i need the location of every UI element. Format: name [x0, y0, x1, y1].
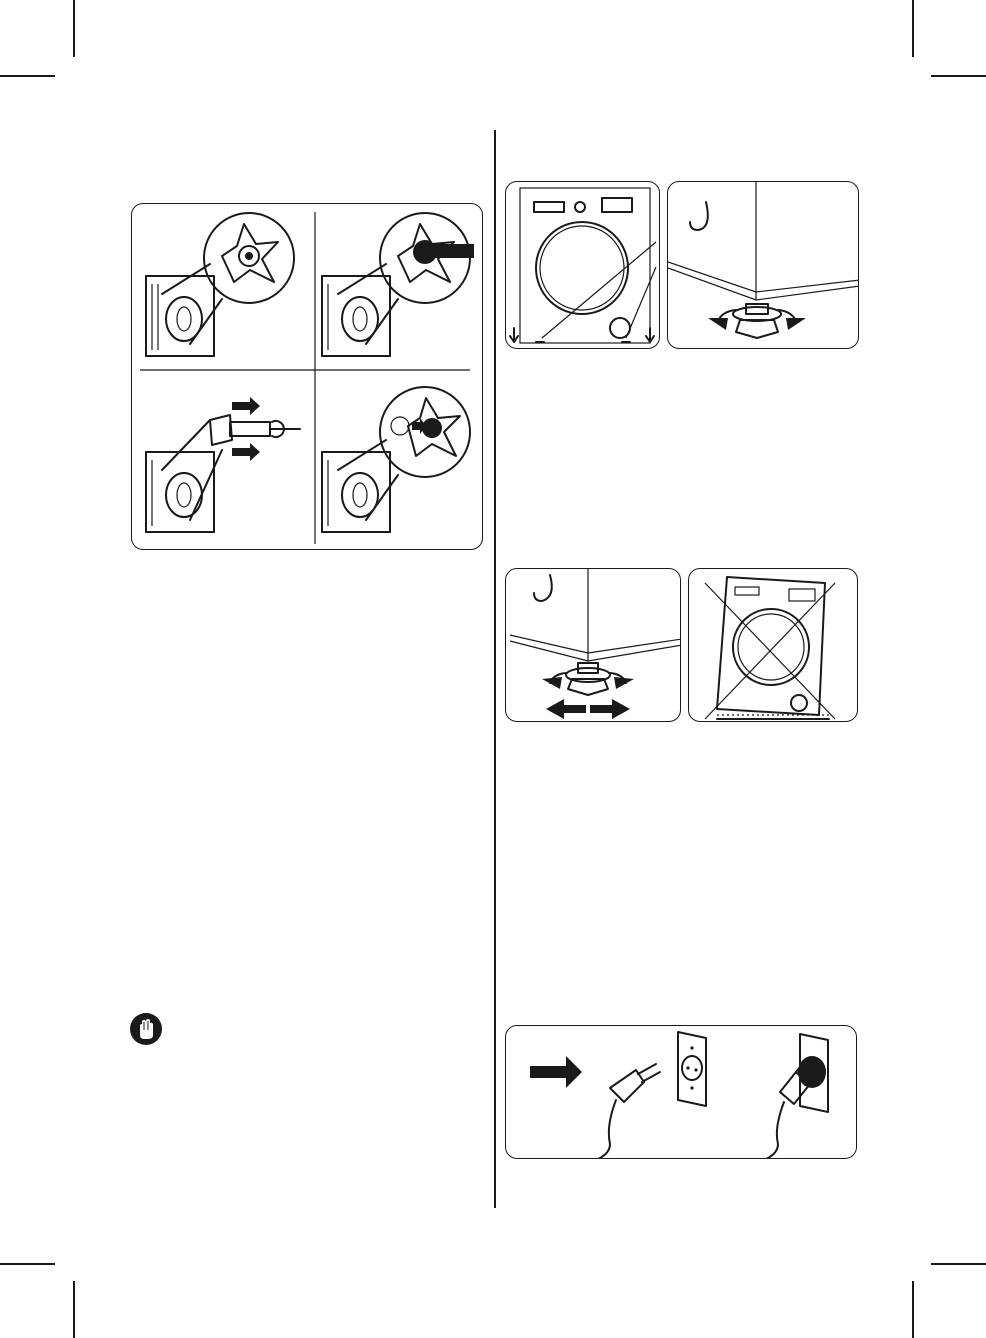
foot-rotate-icon — [667, 181, 859, 349]
arrow-right-icon — [530, 1056, 582, 1088]
column-divider — [494, 130, 496, 1208]
arrow-right-icon — [232, 443, 260, 461]
adjustable-feet-icon — [505, 181, 660, 349]
machine-back-icon — [146, 264, 222, 356]
arrow-right-icon — [232, 397, 260, 415]
crop-mark — [931, 75, 986, 77]
crop-mark — [73, 1281, 75, 1338]
foot-adjust-icon — [505, 568, 681, 722]
plug-into-socket-icon — [505, 1025, 857, 1159]
stop-hand-icon — [130, 1013, 162, 1045]
plug-icon — [610, 1070, 644, 1102]
rotate-arrow-icon — [708, 318, 728, 330]
crop-mark — [912, 0, 914, 57]
arrow-right-icon — [590, 699, 630, 719]
arrow-left-icon — [546, 699, 586, 719]
crop-mark — [0, 1263, 55, 1265]
crop-mark — [73, 0, 75, 57]
tilted-machine-cross-icon — [688, 568, 858, 722]
wrench-icon — [430, 244, 474, 258]
crop-mark — [931, 1263, 986, 1265]
rotate-arrow-icon — [786, 318, 806, 330]
crop-mark — [912, 1281, 914, 1338]
crop-mark — [0, 75, 55, 77]
transit-bolt-steps-icon — [131, 203, 483, 550]
